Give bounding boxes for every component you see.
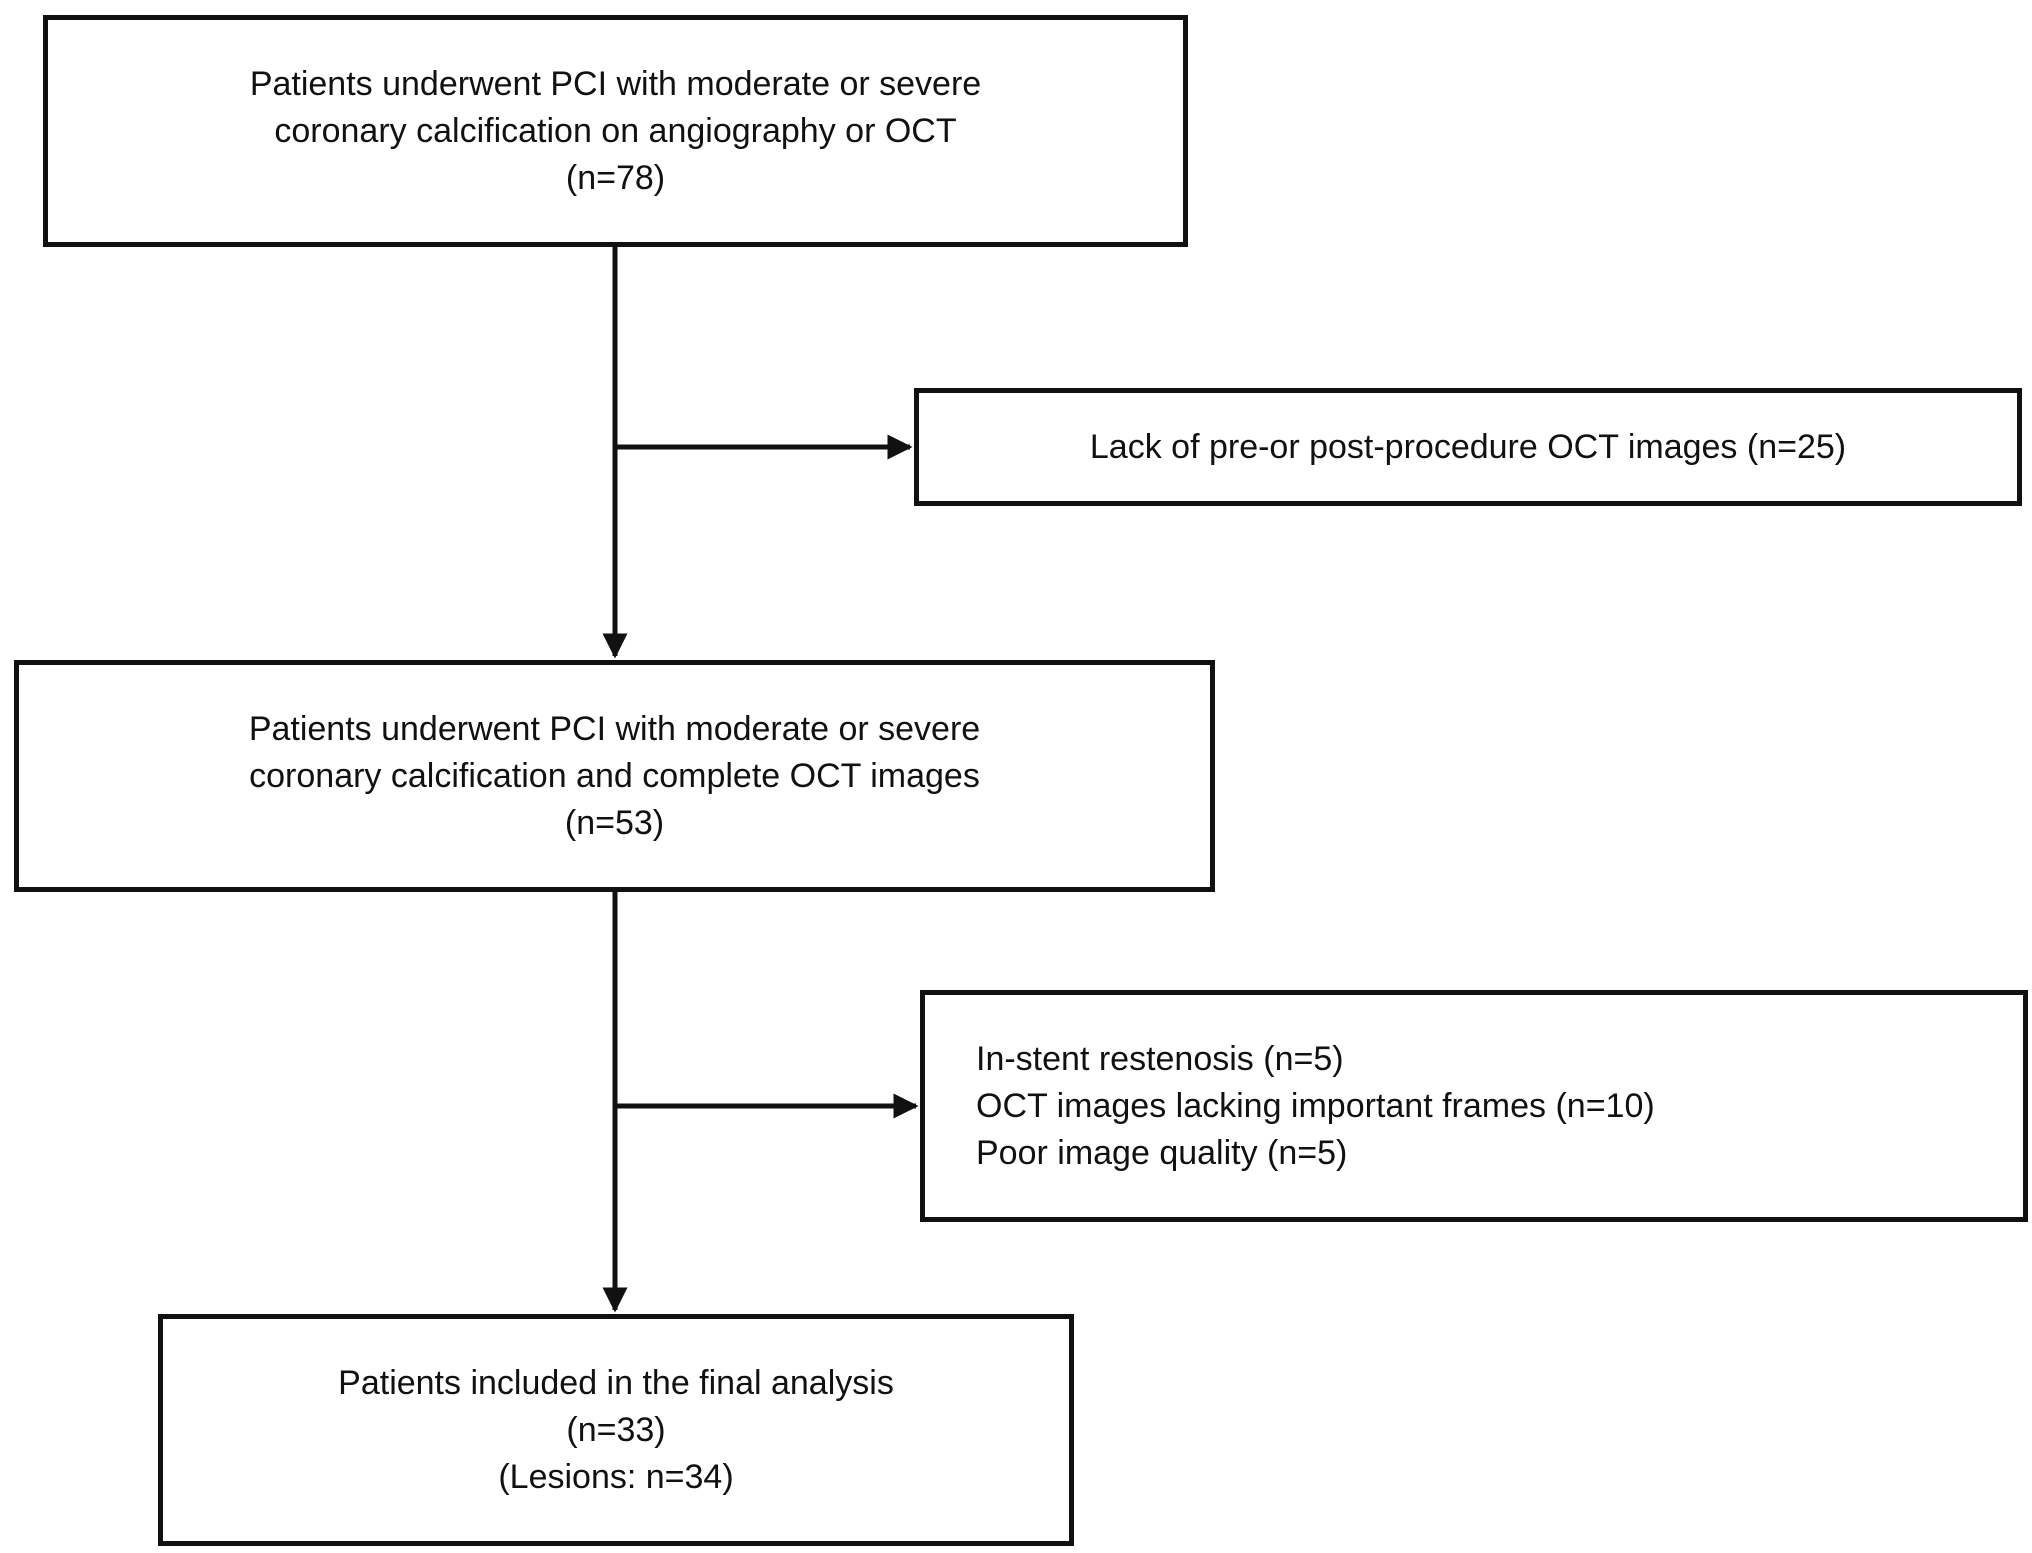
patient-count: (n=78) (565, 158, 666, 197)
box-text-line: coronary calcification on angiography or… (274, 111, 957, 150)
box-text-line: Patients underwent PCI with moderate or … (248, 709, 981, 748)
exclusion-box-missing-images: Lack of pre-or post-procedure OCT images… (914, 388, 2022, 506)
final-analysis-box: Patients included in the final analysis … (158, 1314, 1074, 1546)
box-text-line: Patients underwent PCI with moderate or … (249, 64, 982, 103)
patient-count: (n=33) (566, 1410, 666, 1449)
patient-count: (n=53) (564, 803, 665, 842)
lesion-count: (Lesions: n=34) (498, 1457, 734, 1496)
exclusion-reason: In-stent restenosis (n=5) (976, 1039, 1344, 1078)
complete-images-box: Patients underwent PCI with moderate or … (14, 660, 1215, 892)
box-text-line: coronary calcification and complete OCT … (249, 756, 980, 795)
exclusion-box-secondary: In-stent restenosis (n=5) OCT images lac… (920, 990, 2028, 1222)
exclusion-reason: Poor image quality (n=5) (976, 1133, 1348, 1172)
exclusion-reason: Lack of pre-or post-procedure OCT images… (1089, 427, 1847, 466)
screened-patients-box: Patients underwent PCI with moderate or … (43, 15, 1188, 247)
exclusion-reason: OCT images lacking important frames (n=1… (976, 1086, 1655, 1125)
box-text-line: Patients included in the final analysis (338, 1363, 894, 1402)
